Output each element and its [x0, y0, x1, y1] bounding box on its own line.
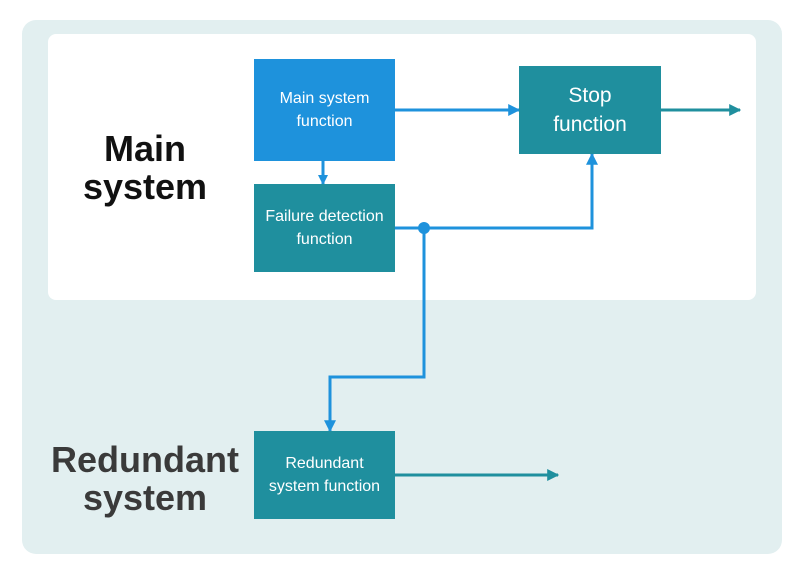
main-system-function-block: Main system function	[254, 59, 395, 161]
redundant-system-label: Redundant system	[30, 441, 260, 517]
main-system-label-line1: Main	[103, 128, 186, 169]
stop-function-line2: function	[553, 113, 627, 136]
stop-function-line1: Stop	[568, 84, 612, 107]
stop-function-block: Stop function	[519, 66, 661, 154]
redundant-system-function-line2: system function	[268, 478, 381, 495]
main-system-function-line1: Main system	[279, 90, 370, 107]
failure-detection-function-block: Failure detection function	[254, 184, 395, 272]
failure-detection-function-line2: function	[296, 231, 353, 248]
main-system-label: Main system	[60, 130, 230, 206]
main-system-label-line2: system	[82, 166, 208, 207]
junction-dot	[418, 222, 430, 234]
redundant-system-function-line1: Redundant	[285, 455, 364, 472]
arrow-failure-detection-to-stop	[395, 152, 598, 230]
redundant-system-label-line1: Redundant	[51, 439, 239, 480]
redundant-system-function-block: Redundant system function	[254, 431, 395, 519]
failure-detection-function-line1: Failure detection	[265, 208, 384, 225]
main-system-function-line2: function	[296, 113, 353, 130]
arrow-failure-detection-to-redundant	[324, 228, 426, 433]
redundant-system-label-line2: system	[82, 477, 208, 518]
